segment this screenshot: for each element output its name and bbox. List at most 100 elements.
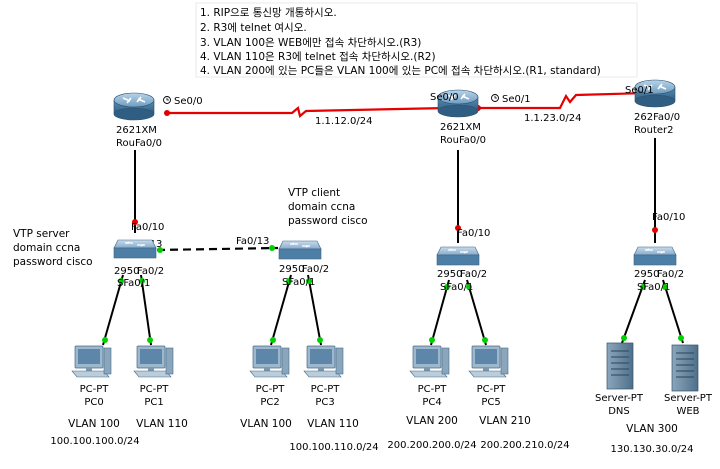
- port-label: SFa0/1: [117, 278, 150, 289]
- subnet-label: 100.100.110.0/24: [289, 442, 378, 453]
- pc-icon[interactable]: [468, 345, 509, 378]
- network-label: 1.1.12.0/24: [315, 116, 372, 127]
- router-model-label: 262Fa0/0: [634, 112, 680, 123]
- pc-icon[interactable]: [409, 345, 450, 378]
- instruction-4: 4. VLAN 110은 R3에 telnet 접속 차단하시오.(R2): [200, 50, 436, 63]
- eth-link-sw3-pc4: [430, 279, 450, 346]
- instructions-panel: [195, 2, 638, 78]
- vlan-label: VLAN 110: [307, 418, 359, 430]
- vlan-label: VLAN 200: [406, 415, 458, 427]
- switch-icon[interactable]: [113, 239, 157, 259]
- port-label: Se0/1: [502, 94, 531, 105]
- port-label: Se0/0: [174, 96, 203, 107]
- vtp-note-line: password cisco: [288, 215, 368, 227]
- router-name-label: RouFa0/0: [116, 138, 162, 149]
- vtp-note-line: domain ccna: [13, 242, 80, 254]
- pc-icon[interactable]: [303, 345, 344, 378]
- pc-name-label: PC1: [144, 397, 163, 408]
- pc-type-label: PC-PT: [418, 384, 448, 395]
- serial-link-r1-r3: [168, 106, 448, 118]
- link-status-dot: [455, 225, 461, 231]
- switch-model-label: 2950: [114, 266, 139, 277]
- port-label: Fa0/10: [652, 212, 685, 223]
- link-status-dot: [132, 219, 138, 225]
- serial-link-r3-r2: [477, 91, 649, 110]
- vlan-label: VLAN 110: [136, 418, 188, 430]
- subnet-label: 200.200.210.0/24: [480, 440, 569, 451]
- eth-link-sw4-dns: [621, 279, 646, 344]
- vlan-label: VLAN 210: [479, 415, 531, 427]
- eth-link-sw1-pc1: [140, 274, 152, 346]
- router-model-label: 2621XM: [116, 125, 157, 136]
- link-status-dot: [164, 110, 170, 116]
- subnet-label: 200.200.200.0/24: [387, 440, 476, 451]
- server-name-label: WEB: [676, 406, 699, 417]
- server-icon[interactable]: [671, 344, 699, 392]
- link-status-dot: [269, 245, 275, 251]
- router-name-label: RouFa0/0: [440, 135, 486, 146]
- router-name-label: Router2: [634, 125, 674, 136]
- trunk-link-sw1-sw2: [156, 246, 279, 252]
- pc-type-label: PC-PT: [80, 384, 110, 395]
- subnet-label: 130.130.30.0/24: [611, 444, 694, 455]
- port-label: Se0/1: [625, 85, 654, 96]
- vlan-label: VLAN 100: [240, 418, 292, 430]
- port-label: Se0/0: [430, 92, 459, 103]
- port-label: Fa0/2: [137, 266, 164, 277]
- port-label: Fa0/10: [131, 222, 164, 233]
- pc-name-label: PC5: [481, 397, 500, 408]
- link-status-dots: [102, 278, 684, 343]
- instructions-list: 1. RIP으로 통신망 개통하시오. 2. R3에 telnet 여시오. 3…: [200, 6, 601, 77]
- port-label: Fa0/2: [302, 264, 329, 275]
- pc-icon[interactable]: [71, 345, 112, 378]
- vtp-note-line: domain ccna: [288, 201, 355, 213]
- switch-icon[interactable]: [633, 246, 677, 266]
- pc-type-label: PC-PT: [256, 384, 286, 395]
- vlan-label: VLAN 100: [68, 418, 120, 430]
- port-label: Fa0/2: [460, 269, 487, 280]
- port-label: Fa0/13: [236, 236, 269, 247]
- pc-name-label: PC4: [422, 397, 441, 408]
- vtp-server-note: VTP server domain ccna password cisco: [13, 228, 93, 268]
- server-icon[interactable]: [606, 342, 634, 390]
- switch-icon[interactable]: [436, 246, 480, 266]
- switch-model-label: 2950: [634, 269, 659, 280]
- pc-icon[interactable]: [249, 345, 290, 378]
- server-type-label: Server-PT: [664, 393, 713, 404]
- port-label: SFa0/1: [637, 282, 670, 293]
- network-label: 1.1.23.0/24: [524, 113, 581, 124]
- instruction-5: 4. VLAN 200에 있는 PC들은 VLAN 100에 있는 PC에 접속…: [200, 64, 601, 77]
- subnet-label: 100.100.100.0/24: [50, 436, 139, 447]
- server-type-label: Server-PT: [595, 393, 644, 404]
- vlan-label: VLAN 300: [626, 423, 678, 435]
- pc-type-label: PC-PT: [477, 384, 507, 395]
- pc-icon[interactable]: [133, 345, 174, 378]
- vtp-note-line: VTP server: [13, 228, 70, 240]
- router-icon[interactable]: [113, 92, 155, 121]
- server-name-label: DNS: [608, 406, 630, 417]
- clock-icon: [163, 96, 171, 104]
- switch-model-label: 2950: [437, 269, 462, 280]
- eth-link-sw1-pc0: [102, 274, 124, 346]
- link-status-dot: [652, 227, 658, 233]
- switch-model-label: 2950: [279, 264, 304, 275]
- vtp-client-note: VTP client domain ccna password cisco: [288, 187, 368, 227]
- instruction-3: 3. VLAN 100은 WEB에만 접속 차단하시오.(R3): [200, 36, 421, 49]
- eth-link-sw2-pc3: [307, 274, 322, 346]
- pc-type-label: PC-PT: [311, 384, 341, 395]
- pc-name-label: PC2: [260, 397, 279, 408]
- vtp-note-line: password cisco: [13, 256, 93, 268]
- switch-icon[interactable]: [278, 240, 322, 260]
- port-label: SFa0/1: [282, 277, 315, 288]
- pc-name-label: PC0: [84, 397, 103, 408]
- port-label: Fa0/10: [457, 228, 490, 239]
- pc-type-label: PC-PT: [140, 384, 170, 395]
- port-label: Fa0/2: [657, 269, 684, 280]
- instruction-2: 2. R3에 telnet 여시오.: [200, 22, 307, 34]
- instruction-1: 1. RIP으로 통신망 개통하시오.: [200, 6, 337, 19]
- eth-link-sw2-pc2: [270, 274, 292, 346]
- eth-link-sw4-web: [662, 279, 684, 344]
- clock-icon: [491, 94, 499, 102]
- link-status-dot: [157, 247, 163, 253]
